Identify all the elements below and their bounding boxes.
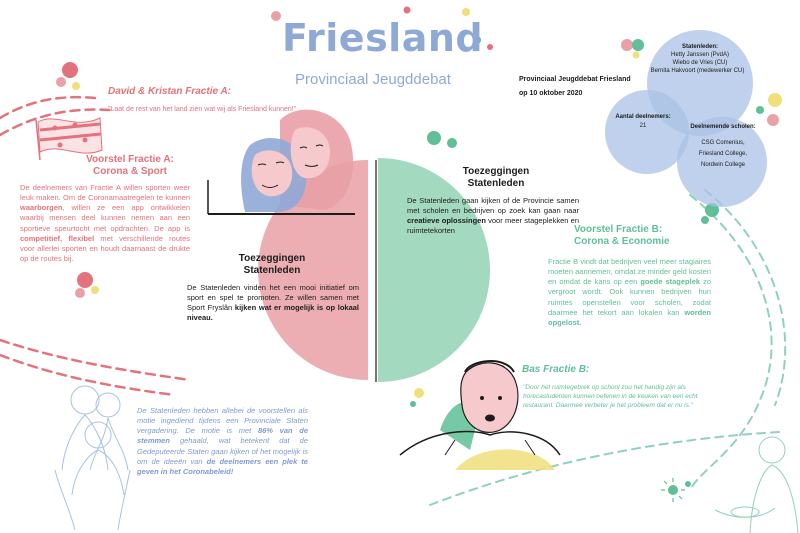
voorstel-a-heading: Voorstel Fractie A: Corona & Sport <box>55 154 205 178</box>
toezegging-a-title-1: Toezeggingen <box>238 253 306 264</box>
venn-scholen: Deelnemende scholen: CSG Comenius, Fries… <box>683 124 763 169</box>
venn-statenleden: Statenleden: Hetty Janssen (PvdA) Wiebo … <box>651 44 745 75</box>
page-title: Friesland <box>282 16 484 60</box>
voorstel-a-theme: Corona & Sport <box>93 166 167 177</box>
scholen-label: Deelnemende scholen: <box>690 124 756 130</box>
school-2: Friesland College, <box>698 150 748 157</box>
school-1: CSG Comenius, <box>701 140 745 146</box>
toezegging-a-body: De Statenleden vinden het een mooi initi… <box>187 283 360 323</box>
toezegging-b-title-1: Toezeggingen <box>462 166 530 177</box>
voorstel-b-theme: Corona & Economie <box>574 236 670 247</box>
statenleden-3: Bernita Hakvoort (medewerker CU) <box>650 67 745 74</box>
dashed-path-mid-2 <box>0 353 177 397</box>
fractie-a-quote: "Laat de rest van het land zien wat wij … <box>108 106 297 113</box>
statenleden-label: Statenleden: <box>681 44 718 50</box>
line-drawing-people <box>54 385 131 531</box>
event-date: op 10 oktober 2020 <box>519 90 583 97</box>
voorstel-a-body: De deelnemers van Fractie A willen sport… <box>20 183 190 263</box>
portrait-fractie-a <box>207 109 355 215</box>
toezegging-a-heading: Toezeggingen Statenleden <box>222 253 322 277</box>
bas-speaker: Bas Fractie B: <box>522 364 590 375</box>
frisian-flag <box>35 117 103 161</box>
fractie-a-speaker: David & Kristan Fractie A: <box>108 86 231 97</box>
summary-body: De Statenleden hebben allebei de voorste… <box>137 406 308 476</box>
statenleden-2: Wiebo de Vries (CU) <box>672 59 728 66</box>
voorstel-a-title: Voorstel Fractie A: <box>86 154 174 165</box>
portrait-bas <box>399 360 561 470</box>
dashed-path-mid <box>0 338 192 382</box>
event-name: Provinciaal Jeugddebat Friesland <box>519 76 631 83</box>
toezegging-b-title-2: Statenleden <box>467 178 525 189</box>
voorstel-b-heading: Voorstel Fractie B: Corona & Economie <box>574 224 704 248</box>
deelnemers-count: 21 <box>639 123 647 129</box>
voorstel-b-body: Fractie B vindt dat bedrijven veel meer … <box>548 257 712 327</box>
school-3: Nordwin College <box>700 161 746 168</box>
dashed-path-left <box>0 95 97 120</box>
dashed-path-right-2 <box>704 189 787 406</box>
dashed-path-left-2 <box>0 108 112 137</box>
toezegging-b-body: De Statenleden gaan kijken of de Provinc… <box>407 196 579 236</box>
toezegging-b-heading: Toezeggingen Statenleden <box>446 166 546 190</box>
page-subtitle: Provinciaal Jeugddebat <box>295 71 451 88</box>
venn-deelnemers: Aantal deelnemers: 21 <box>608 114 678 131</box>
virus-icons <box>661 478 691 502</box>
toezegging-a-title-2: Statenleden <box>243 265 301 276</box>
voorstel-b-title: Voorstel Fractie B: <box>574 224 663 235</box>
deelnemers-label: Aantal deelnemers: <box>615 114 671 120</box>
green-half-circle <box>378 158 490 382</box>
statenleden-1: Hetty Janssen (PvdA) <box>670 52 730 58</box>
bas-quote: "Door het ruimtegebrek op school zou het… <box>523 384 698 409</box>
line-drawing-chef <box>714 436 799 533</box>
dashed-path-right <box>689 194 773 491</box>
